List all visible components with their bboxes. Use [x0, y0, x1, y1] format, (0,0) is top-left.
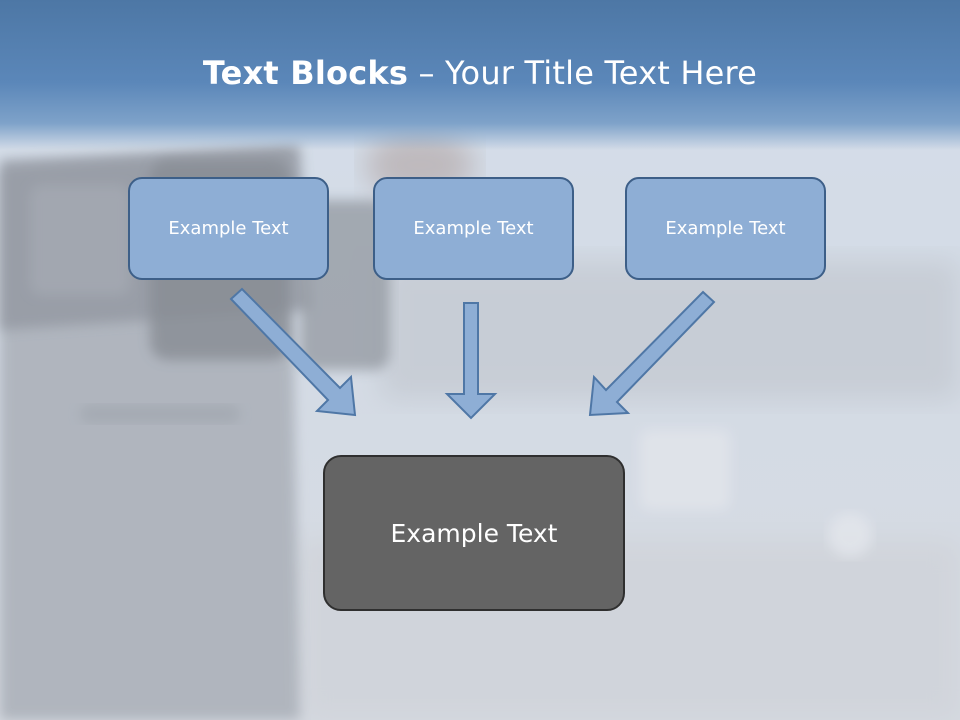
arrow-right — [588, 290, 716, 417]
text-block-3-label: Example Text — [665, 218, 786, 239]
text-block-2-label: Example Text — [413, 218, 534, 239]
title-bold: Text Blocks — [202, 54, 409, 92]
text-block-1-label: Example Text — [168, 218, 289, 239]
arrow-center — [444, 302, 498, 420]
text-block-3[interactable]: Example Text — [625, 177, 826, 280]
slide-title: Text Blocks – Your Title Text Here — [0, 54, 960, 92]
text-block-1[interactable]: Example Text — [128, 177, 329, 280]
title-subtitle: – Your Title Text Here — [408, 54, 758, 92]
header-band — [0, 0, 960, 150]
target-text-block[interactable]: Example Text — [323, 455, 625, 611]
target-text-block-label: Example Text — [390, 518, 558, 548]
arrow-left — [229, 287, 357, 417]
text-block-2[interactable]: Example Text — [373, 177, 574, 280]
